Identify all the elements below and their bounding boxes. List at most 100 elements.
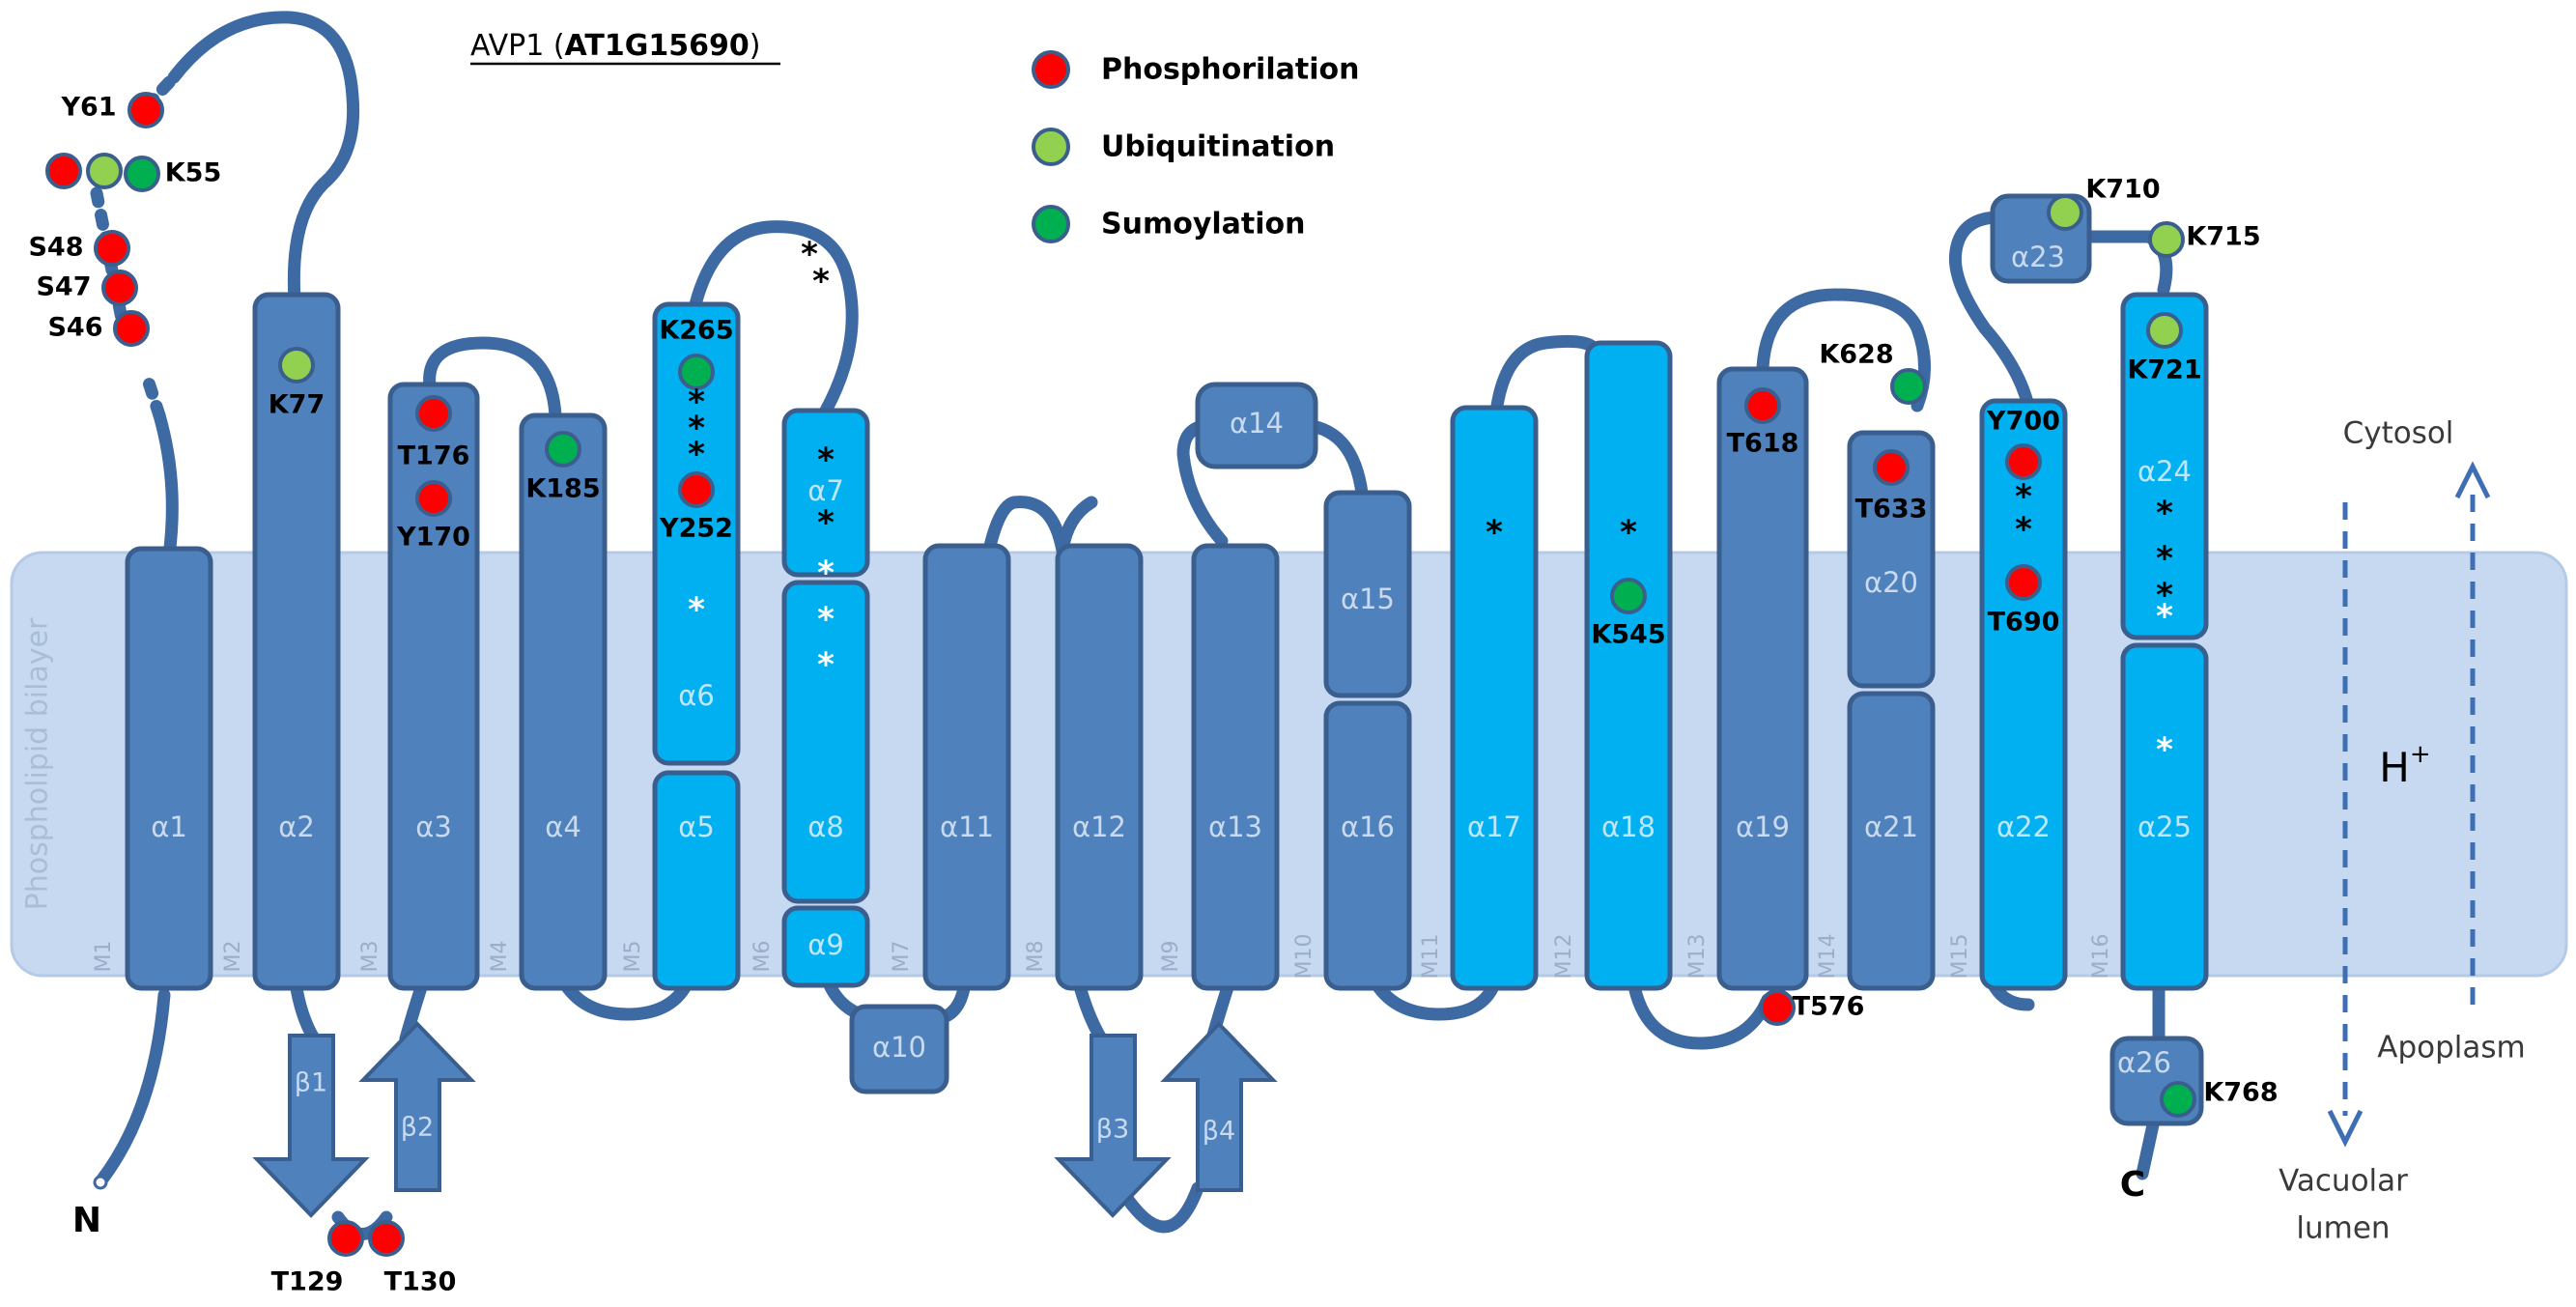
strand-b4-label: β4 <box>1203 1117 1235 1147</box>
markers <box>45 92 2196 1257</box>
star-9: * <box>817 554 835 593</box>
m-label-11: M11 <box>1419 934 1443 980</box>
helix-a7-label: α7 <box>807 474 844 507</box>
strand-b4 <box>1160 1021 1278 1192</box>
diagram-title: AVP1 (AT1G15690) <box>470 29 780 66</box>
legend-ubiq-swatch <box>1032 128 1070 166</box>
star-11: * <box>817 646 835 685</box>
svg-text:AVP1 (AT1G15690): AVP1 (AT1G15690) <box>470 29 761 63</box>
star-7: * <box>817 441 835 480</box>
site-label-y61: Y61 <box>60 93 116 123</box>
helix-a19-label: α19 <box>1736 810 1790 843</box>
site-label-k768: K768 <box>2203 1078 2278 1108</box>
helix-a14-label: α14 <box>1230 407 1284 440</box>
star-4: * <box>688 410 705 448</box>
site-label-k721: K721 <box>2127 355 2201 385</box>
apoplasm-label: Apoplasm <box>2377 1031 2526 1065</box>
marker-sumo-k265 <box>678 354 715 390</box>
m-label-14: M14 <box>1816 934 1840 980</box>
helix-a1-label: α1 <box>151 810 187 843</box>
helix-a22 <box>1979 398 2068 991</box>
star-1: * <box>801 236 818 274</box>
helix-a8 <box>781 580 870 904</box>
helix-a15-label: α15 <box>1341 582 1395 615</box>
helix-a21-label: α21 <box>1864 810 1918 843</box>
side-annotations: Cytosol Apoplasm Vacuolar lumen H+ <box>2279 416 2526 1246</box>
proton-label: H+ <box>2379 740 2430 791</box>
helix-a12-label: α12 <box>1072 810 1126 843</box>
helix-a18 <box>1584 340 1673 991</box>
m-label-7: M7 <box>890 941 914 973</box>
helix-a26-label: α26 <box>2117 1046 2171 1079</box>
site-label-t633: T633 <box>1855 495 1928 525</box>
star-15: * <box>2015 511 2032 550</box>
lumen-label: lumen <box>2296 1211 2390 1246</box>
star-6: * <box>688 591 705 630</box>
helix-a6 <box>652 301 741 766</box>
helix-a9-label: α9 <box>807 928 844 961</box>
marker-phos-t130 <box>368 1220 405 1257</box>
m-label-15: M15 <box>1948 934 1972 980</box>
marker-sumo-k628 <box>1890 368 1927 405</box>
helix-a13-label: α13 <box>1208 810 1262 843</box>
proton-symbol: H <box>2379 744 2410 791</box>
strand-b2 <box>358 1021 476 1192</box>
marker-phos-t690 <box>2005 564 2042 601</box>
legend-ubiq-label: Ubiquitination <box>1101 130 1335 164</box>
title-gene: AT1G15690 <box>565 29 750 63</box>
helix-a2-label: α2 <box>278 810 315 843</box>
site-label-s47: S47 <box>36 272 91 302</box>
title-prefix: AVP1 ( <box>470 29 565 63</box>
marker-sumo-k185 <box>545 431 581 468</box>
marker-phos-y252 <box>678 471 715 508</box>
site-label-s48: S48 <box>28 233 83 263</box>
helix-a23-label: α23 <box>2011 241 2065 273</box>
helix-a7 <box>781 408 870 578</box>
m-label-5: M5 <box>621 941 645 973</box>
m-label-2: M2 <box>221 941 245 973</box>
helices: α1 α2 α3 α4 α6 α5 α7 α8 α9 α10 α11 α12 <box>125 193 2209 1126</box>
cytosol-label: Cytosol <box>2343 416 2454 451</box>
m-label-1: M1 <box>92 941 116 973</box>
site-label-t176: T176 <box>398 441 470 471</box>
site-label-t576: T576 <box>1793 992 1865 1022</box>
star-20: * <box>2156 731 2173 770</box>
site-label-t690: T690 <box>1988 608 2060 638</box>
m-label-9: M9 <box>1159 941 1183 973</box>
marker-phos-t176 <box>415 395 452 432</box>
strand-b3 <box>1054 1034 1172 1218</box>
c-terminus-label: C <box>2120 1165 2145 1205</box>
n-terminus-end <box>93 1175 108 1190</box>
m-label-8: M8 <box>1024 941 1048 973</box>
star-14: * <box>2015 478 2032 517</box>
m-label-4: M4 <box>488 941 512 973</box>
site-label-t618: T618 <box>1727 429 1799 459</box>
marker-ubiq-k55 <box>86 153 123 189</box>
helix-a17-label: α17 <box>1467 810 1521 843</box>
marker-sumo-k768 <box>2160 1081 2196 1118</box>
site-label-t129: T129 <box>271 1267 344 1297</box>
proton-charge: + <box>2410 740 2431 769</box>
marker-phos-s46 <box>113 310 150 347</box>
m-labels: M1 M2 M3 M4 M5 M6 M7 M8 M9 M10 M11 M12 M… <box>92 934 2113 980</box>
star-2: * <box>812 263 830 301</box>
up-arrow-head <box>2454 461 2491 499</box>
m-label-16: M16 <box>2089 934 2113 980</box>
m-label-12: M12 <box>1552 934 1576 980</box>
site-label-k55: K55 <box>165 158 222 188</box>
marker-ubiq-k77 <box>278 347 315 384</box>
strand-b2-label: β2 <box>401 1113 434 1143</box>
helix-a11 <box>922 543 1011 991</box>
site-label-k710: K710 <box>2085 175 2160 205</box>
marker-phos-y170 <box>415 480 452 517</box>
star-3: * <box>688 384 705 422</box>
marker-phos-y61 <box>127 92 164 128</box>
membrane-label: Phospholipid bilayer <box>21 617 55 910</box>
site-label-y700: Y700 <box>1986 407 2060 437</box>
strand-b1-label: β1 <box>295 1068 327 1098</box>
helix-a21 <box>1847 691 1936 991</box>
helix-a24 <box>2120 292 2209 640</box>
site-label-k265: K265 <box>659 316 733 346</box>
down-arrow-head <box>2327 1109 2364 1148</box>
